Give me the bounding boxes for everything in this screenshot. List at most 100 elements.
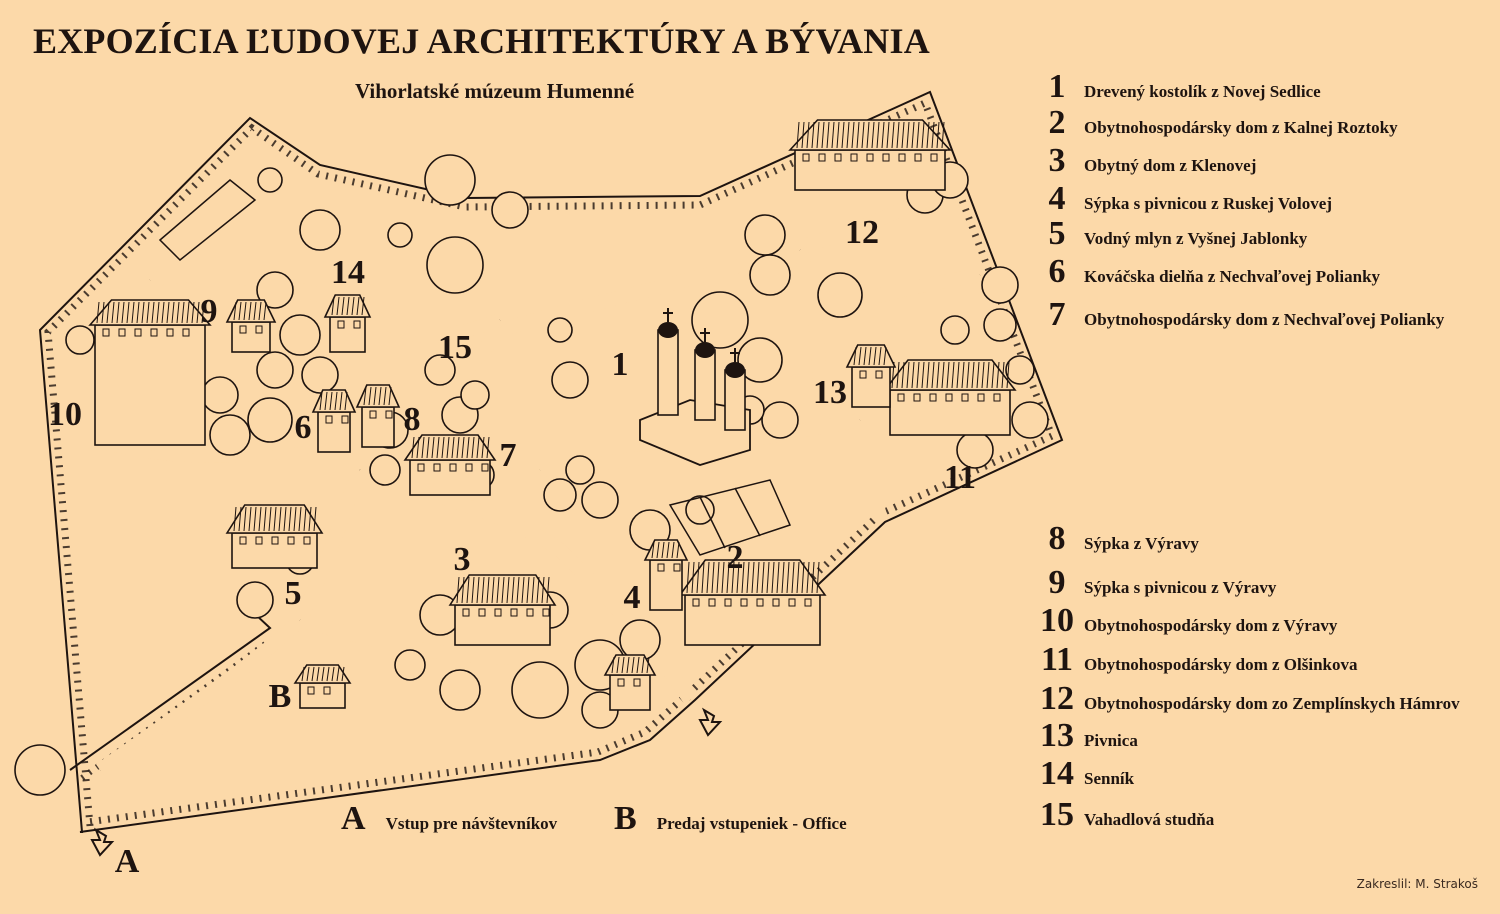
legend-item: 7 Obytnohospodársky dom z Nechvaľovej Pol… bbox=[1034, 296, 1445, 334]
legend-item: 8 Sýpka z Výravy bbox=[1034, 520, 1199, 558]
tree-icon bbox=[1011, 401, 1049, 439]
building-6a bbox=[311, 389, 357, 453]
legend-number: 6 bbox=[1048, 253, 1066, 290]
map-label-a[interactable]: A bbox=[114, 843, 140, 880]
tree-icon bbox=[301, 356, 339, 394]
legend-item: 5 Vodný mlyn z Vyšnej Jablonky bbox=[1034, 215, 1308, 253]
legend-number: 12 bbox=[1040, 680, 1074, 717]
legend-text: Obytnohospodársky dom z Výravy bbox=[1084, 616, 1338, 635]
tree-icon bbox=[983, 308, 1017, 342]
map-subtitle: Vihorlatské múzeum Humenné bbox=[355, 79, 635, 103]
tree-icon bbox=[14, 744, 66, 796]
map-label-9[interactable]: 9 bbox=[200, 293, 218, 330]
tree-icon bbox=[744, 214, 786, 256]
legend-text: Kováčska dielňa z Nechvaľovej Polianky bbox=[1084, 267, 1381, 286]
exit-arrow-icon bbox=[698, 707, 723, 737]
point-text: Vstup pre návštevníkov bbox=[385, 814, 558, 833]
map-label-15[interactable]: 15 bbox=[438, 329, 472, 366]
tree-icon bbox=[685, 495, 715, 525]
point-text: Predaj vstupeniek - Office bbox=[656, 814, 847, 833]
map-label-5[interactable]: 5 bbox=[284, 575, 302, 612]
building-2 bbox=[678, 559, 827, 646]
tree-icon bbox=[981, 266, 1019, 304]
map-label-13[interactable]: 13 bbox=[813, 374, 847, 411]
building-7 bbox=[403, 434, 497, 496]
map-label-1[interactable]: 1 bbox=[611, 346, 629, 383]
tree-icon bbox=[369, 454, 401, 486]
tree-icon bbox=[817, 272, 863, 318]
building-3 bbox=[448, 574, 557, 646]
tree-icon bbox=[279, 314, 321, 356]
legend-point-a: A Vstup pre návštevníkov bbox=[341, 800, 557, 838]
map-label-7[interactable]: 7 bbox=[499, 437, 517, 474]
tree-icon bbox=[257, 167, 283, 193]
tree-icon bbox=[236, 581, 274, 619]
tree-icon bbox=[394, 649, 426, 681]
tree-icon bbox=[256, 271, 294, 309]
legend-text: Vodný mlyn z Vyšnej Jablonky bbox=[1084, 229, 1308, 248]
tree-icon bbox=[65, 325, 95, 355]
legend-text: Obytný dom z Klenovej bbox=[1084, 156, 1257, 175]
legend-item: 10 Obytnohospodársky dom z Výravy bbox=[1034, 602, 1337, 640]
legend-number: 5 bbox=[1048, 215, 1066, 252]
tree-icon bbox=[619, 619, 661, 661]
map-label-11[interactable]: 11 bbox=[943, 459, 977, 496]
tree-icon bbox=[761, 401, 799, 439]
legend-text: Obytnohospodársky dom z Kalnej Roztoky bbox=[1084, 118, 1398, 137]
map-label-2[interactable]: 2 bbox=[726, 539, 744, 576]
legend-text: Obytnohospodársky dom z Nechvaľovej Poli… bbox=[1084, 310, 1445, 329]
building-10 bbox=[88, 299, 212, 446]
legend-number: 10 bbox=[1040, 602, 1074, 639]
building-entrance-house bbox=[603, 654, 657, 711]
map-label-3[interactable]: 3 bbox=[453, 541, 471, 578]
point-letter: B bbox=[614, 800, 637, 837]
legend-text: Drevený kostolík z Novej Sedlice bbox=[1084, 82, 1321, 101]
tree-icon bbox=[460, 380, 490, 410]
legend-text: Sýpka z Výravy bbox=[1084, 534, 1199, 553]
map-label-8[interactable]: 8 bbox=[403, 401, 421, 438]
tree-icon bbox=[201, 376, 239, 414]
tree-icon bbox=[547, 317, 573, 343]
tree-icon bbox=[511, 661, 569, 719]
tree-icon bbox=[491, 191, 529, 229]
point-letter: A bbox=[341, 800, 366, 837]
legend-text: Pivnica bbox=[1084, 731, 1138, 750]
building-1-church bbox=[639, 308, 751, 466]
tree-icon bbox=[581, 481, 619, 519]
legend-text: Obytnohospodársky dom zo Zemplínskych Há… bbox=[1084, 694, 1460, 713]
building-11 bbox=[883, 359, 1017, 436]
tree-icon bbox=[1005, 355, 1035, 385]
building-5 bbox=[225, 504, 324, 569]
map-label-14[interactable]: 14 bbox=[331, 254, 365, 291]
tree-icon bbox=[737, 337, 783, 383]
tree-icon bbox=[426, 236, 484, 294]
map-title: EXPOZÍCIA ĽUDOVEJ ARCHITEKTÚRY A BÝVANIA bbox=[33, 21, 930, 61]
tree-icon bbox=[424, 154, 476, 206]
legend-item: 13 Pivnica bbox=[1034, 717, 1138, 755]
map-label-10[interactable]: 10 bbox=[48, 396, 82, 433]
legend-text: Vahadlová studňa bbox=[1084, 810, 1215, 829]
legend-number: 13 bbox=[1040, 717, 1074, 754]
tree-icon bbox=[551, 361, 589, 399]
legend-item: 6 Kováčska dielňa z Nechvaľovej Polianky bbox=[1034, 253, 1381, 291]
garden-plots bbox=[668, 479, 792, 556]
map-label-b[interactable]: B bbox=[268, 678, 292, 715]
legend-number: 1 bbox=[1048, 68, 1066, 105]
map-label-6[interactable]: 6 bbox=[294, 409, 312, 446]
legend-number: 7 bbox=[1048, 296, 1066, 333]
map-label-4[interactable]: 4 bbox=[623, 579, 641, 616]
tree-icon bbox=[247, 397, 293, 443]
map-label-12[interactable]: 12 bbox=[845, 214, 879, 251]
building-6b bbox=[355, 384, 401, 448]
tree-icon bbox=[691, 291, 749, 349]
building-12 bbox=[788, 119, 952, 191]
legend-number: 8 bbox=[1048, 520, 1066, 557]
legend-number: 4 bbox=[1048, 180, 1066, 217]
legend-point-b: B Predaj vstupeniek - Office bbox=[614, 800, 847, 838]
